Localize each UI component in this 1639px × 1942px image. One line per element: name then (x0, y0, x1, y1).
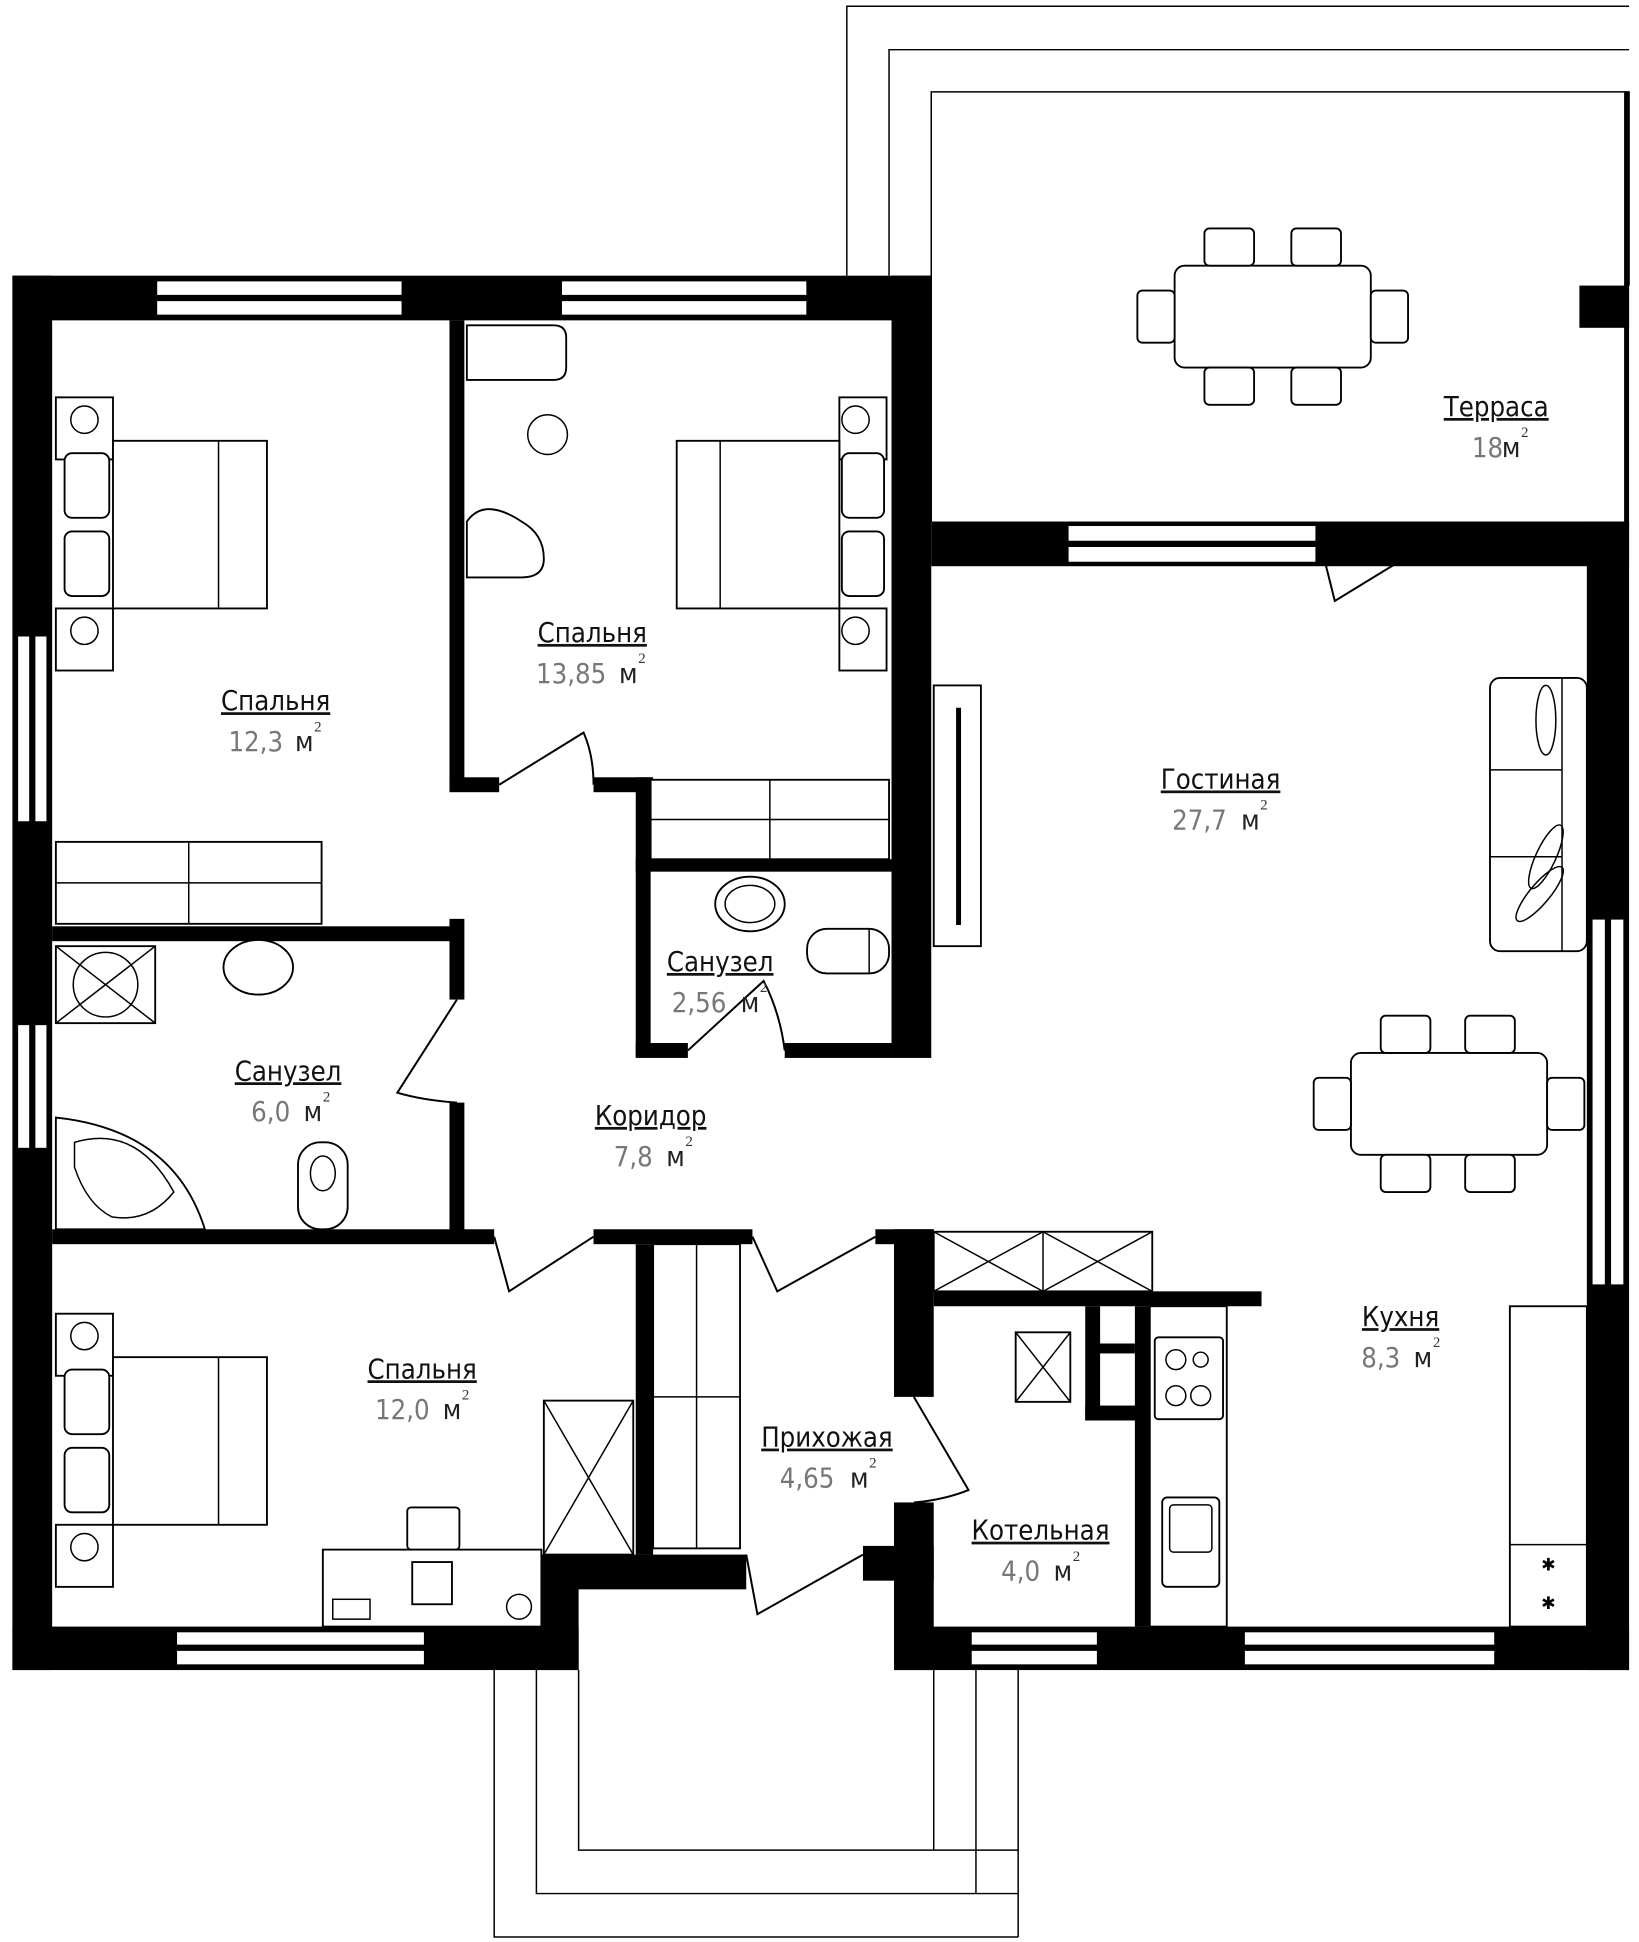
room-label-corridor: Коридор 7,8 м 2 (595, 1101, 707, 1173)
unit-sup: 2 (638, 651, 645, 667)
room-area: 4,0 (1001, 1557, 1040, 1588)
unit-sup: 2 (1521, 425, 1528, 441)
bed-bedroom-3 (54, 1312, 268, 1588)
room-label-bathroom-small: Санузел 2,56 м 2 (667, 947, 774, 1019)
svg-text:✱: ✱ (1541, 1594, 1556, 1614)
room-label-terrace: Терраса 18 м 2 (1443, 392, 1549, 464)
unit-sup: 2 (869, 1456, 876, 1472)
windows (16, 279, 1625, 1666)
unit: м (619, 659, 638, 690)
doors (395, 535, 1441, 1616)
interior-walls (52, 320, 1262, 1627)
room-label-bathroom-large: Санузел 6,0 м 2 (235, 1056, 342, 1128)
porch-outline (493, 1670, 1019, 1938)
unit-sup: 2 (1073, 1549, 1080, 1565)
desk-bedroom-3 (321, 1506, 543, 1628)
room-label-boiler-room: Котельная 4,0 м 2 (972, 1516, 1110, 1588)
room-name: Котельная (972, 1516, 1110, 1547)
bed-bedroom-2 (675, 396, 888, 672)
room-label-living-room: Гостиная 27,7 м 2 (1161, 764, 1281, 836)
room-name: Спальня (368, 1354, 477, 1385)
unit: м (1054, 1557, 1073, 1588)
unit: м (1502, 433, 1521, 464)
unit-sup: 2 (1433, 1335, 1440, 1351)
room-name: Спальня (221, 686, 330, 717)
dining-table-terrace (1136, 227, 1409, 406)
unit-sup: 2 (323, 1089, 330, 1105)
wardrobe-hallway (652, 1243, 741, 1550)
room-name: Спальня (538, 618, 647, 649)
sofa (1489, 677, 1588, 953)
room-area: 6,0 (251, 1097, 290, 1128)
room-label-bedroom-2: Спальня 13,85 м 2 (536, 618, 647, 690)
unit-sup: 2 (685, 1134, 692, 1150)
wardrobe-bedroom-1 (54, 840, 323, 925)
unit: м (666, 1142, 685, 1173)
room-area: 27,7 (1172, 805, 1227, 836)
large-bathroom-fixtures (54, 939, 349, 1231)
room-label-bedroom-3: Спальня 12,0 м 2 (368, 1354, 477, 1426)
small-bathroom-fixtures (714, 875, 890, 975)
room-area: 4,65 (780, 1464, 835, 1495)
wardrobe-bedroom-3 (542, 1399, 635, 1556)
room-name: Кухня (1362, 1302, 1439, 1333)
unit-sup: 2 (1260, 798, 1267, 814)
room-label-bedroom-1: Спальня 12,3 м 2 (221, 686, 330, 758)
room-name: Санузел (235, 1056, 342, 1087)
unit-sup: 2 (314, 719, 321, 735)
room-area: 7,8 (614, 1142, 653, 1173)
unit: м (304, 1097, 323, 1128)
room-label-hallway: Прихожая 4,65 м 2 (761, 1423, 893, 1495)
bed-bedroom-1 (54, 396, 268, 672)
room-name: Коридор (595, 1101, 707, 1132)
room-name: Гостиная (1161, 764, 1281, 795)
wardrobe-bedroom-2 (649, 778, 890, 861)
room-label-kitchen: Кухня 8,3 м 2 (1361, 1302, 1440, 1374)
unit-sup: 2 (462, 1387, 469, 1403)
room-area: 2,56 (672, 988, 727, 1019)
room-name: Прихожая (761, 1423, 893, 1454)
unit: м (1414, 1343, 1433, 1374)
unit: м (850, 1464, 869, 1495)
room-area: 13,85 (536, 659, 606, 690)
dining-table-living (1312, 1014, 1586, 1193)
room-area: 18 (1472, 433, 1503, 464)
room-area: 12,3 (228, 727, 283, 758)
unit: м (741, 988, 760, 1019)
room-name: Терраса (1443, 392, 1549, 423)
unit-sup: 2 (760, 980, 767, 996)
room-area: 12,0 (375, 1395, 430, 1426)
room-name: Санузел (667, 947, 774, 978)
unit: м (295, 727, 314, 758)
boiler-room-fixtures (932, 1230, 1154, 1403)
room-area: 8,3 (1361, 1343, 1400, 1374)
unit: м (1241, 805, 1260, 836)
tv-unit (932, 684, 982, 948)
svg-text:✱: ✱ (1541, 1556, 1556, 1576)
kitchen-counter: ✱ ✱ (1148, 1305, 1588, 1628)
unit: м (443, 1395, 462, 1426)
desk-bedroom-2 (465, 324, 569, 579)
